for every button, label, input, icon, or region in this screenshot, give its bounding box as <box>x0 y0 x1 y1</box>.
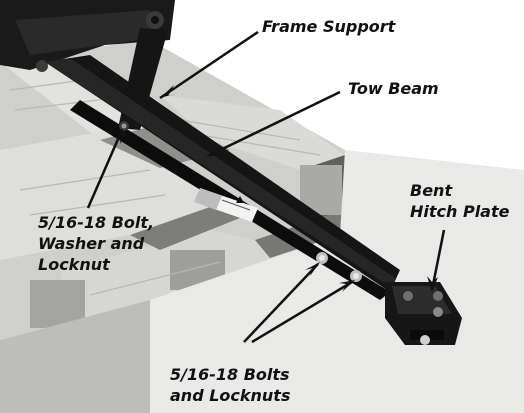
leader-bolt-right <box>251 280 353 344</box>
arrowhead-bolt-right <box>339 280 355 292</box>
leader-bolt-washer-locknut <box>86 129 124 209</box>
label-bolt-washer-locknut-line-2: Washer and <box>38 234 145 253</box>
label-tow-beam: Tow Beam <box>348 78 439 99</box>
label-bolt-washer-locknut-line-1: 5/16-18 Bolt, <box>38 213 155 232</box>
mower-frame <box>0 0 175 72</box>
label-bolts-and-locknuts-line-1: 5/16-18 Bolts <box>170 365 290 384</box>
leader-bolt-left <box>243 263 319 343</box>
arrowhead-tow-beam <box>206 146 224 157</box>
label-bent-hitch-plate-line-2: Hitch Plate <box>410 202 510 221</box>
label-frame-support: Frame Support <box>262 16 395 37</box>
label-bent-hitch-plate: Bent Hitch Plate <box>410 180 509 222</box>
floor <box>150 150 524 413</box>
arrowhead-bolt-washer-locknut <box>120 128 129 144</box>
bent-hitch-plate <box>385 282 462 345</box>
label-frame-support-text: Frame Support <box>262 17 396 36</box>
leader-tow-beam <box>209 90 341 157</box>
label-tow-beam-text: Tow Beam <box>348 79 439 98</box>
leader-frame-support <box>159 30 259 100</box>
warning-triangle-icon <box>236 196 244 203</box>
leader-lines <box>86 30 446 344</box>
arrowhead-frame-support <box>160 85 178 98</box>
leader-bent-hitch-plate <box>430 229 446 291</box>
label-bolt-washer-locknut-line-3: Locknut <box>38 255 110 274</box>
label-bent-hitch-plate-line-1: Bent <box>410 181 453 200</box>
label-bolts-and-locknuts: 5/16-18 Bolts and Locknuts <box>170 364 290 406</box>
label-bolts-and-locknuts-line-2: and Locknuts <box>170 386 291 405</box>
arrowhead-bent-hitch-plate <box>427 276 438 292</box>
label-bolt-washer-locknut: 5/16-18 Bolt, Washer and Locknut <box>38 212 154 275</box>
floor-shadow <box>0 300 150 413</box>
warning-decal <box>194 188 258 222</box>
arrowheads <box>120 85 438 292</box>
arrowhead-bolt-left <box>305 262 320 276</box>
beam-bolts <box>316 252 362 282</box>
